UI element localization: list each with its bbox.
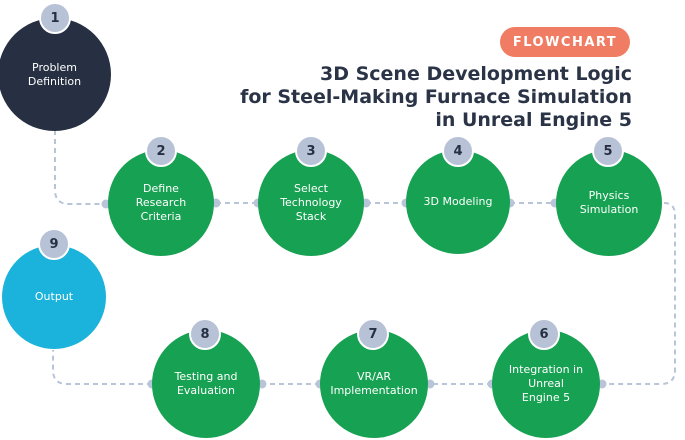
- step-5-node: Physics Simulation: [556, 150, 662, 256]
- connector-8-9: [52, 350, 152, 385]
- step-1-node: Problem Definition: [0, 18, 111, 131]
- step-6-number: 6: [528, 318, 560, 350]
- step-4-label: 3D Modeling: [423, 195, 493, 208]
- step-3-node: Select Technology Stack: [258, 150, 364, 256]
- connector-5-6: [602, 202, 676, 385]
- step-2-label: Define Research Criteria: [135, 182, 187, 223]
- step-8-label: Testing and Evaluation: [174, 370, 238, 397]
- step-8-number: 8: [189, 318, 221, 350]
- step-1-label: Problem Definition: [27, 60, 82, 88]
- step-7-number: 7: [357, 318, 389, 350]
- step-3-number: 3: [295, 135, 327, 167]
- connector-1-2: [54, 130, 106, 205]
- step-1-number: 1: [39, 2, 71, 34]
- step-5-number: 5: [592, 135, 624, 167]
- step-2-node: Define Research Criteria: [108, 150, 214, 256]
- title-line-1: 3D Scene Development Logic: [319, 63, 632, 85]
- step-4-number: 4: [442, 135, 474, 167]
- step-6-label: Integration in Unreal Engine 5: [508, 363, 584, 404]
- step-9-number: 9: [38, 228, 70, 260]
- page-title: 3D Scene Development Logic for Steel-Mak…: [212, 63, 632, 132]
- step-9-label: Output: [34, 290, 74, 303]
- step-4-node: 3D Modeling: [406, 150, 510, 254]
- step-2-number: 2: [145, 135, 177, 167]
- step-9-node: Output: [2, 245, 106, 349]
- title-line-2: for Steel-Making Furnace Simulation: [240, 86, 632, 108]
- step-5-label: Physics Simulation: [579, 189, 639, 216]
- step-3-label: Select Technology Stack: [280, 182, 342, 223]
- flowchart-badge: FLOWCHART: [500, 27, 630, 57]
- step-7-label: VR/AR Implementation: [330, 370, 418, 397]
- title-line-3: in Unreal Engine 5: [435, 109, 632, 131]
